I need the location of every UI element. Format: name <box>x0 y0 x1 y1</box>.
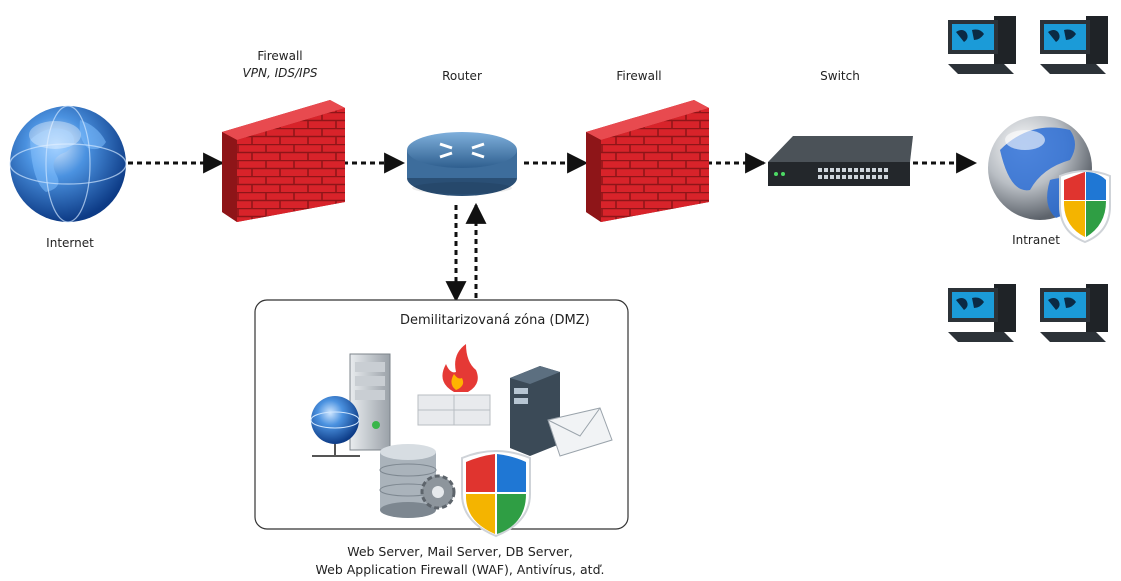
connectors <box>128 152 978 303</box>
internet-globe-icon <box>9 105 127 223</box>
router-icon <box>407 132 517 196</box>
firewall-outer-sublabel: VPN, IDS/IPS <box>242 66 318 80</box>
switch-label: Switch <box>820 69 860 83</box>
firewall-inner-icon <box>586 100 709 222</box>
waf-icon <box>417 344 491 426</box>
antivirus-shield-icon <box>461 450 531 538</box>
firewall-outer-label: Firewall <box>257 49 303 63</box>
internet-label: Internet <box>46 236 94 250</box>
switch-icon <box>768 136 913 186</box>
web-server-icon <box>310 353 391 457</box>
dmz-title: Demilitarizovaná zóna (DMZ) <box>400 313 590 328</box>
shield-icon <box>1059 170 1111 244</box>
dmz-caption: Web Server, Mail Server, DB Server, Web … <box>290 543 630 579</box>
workstation-icon <box>1040 284 1108 342</box>
intranet-label: Intranet <box>1012 233 1060 247</box>
router-label: Router <box>442 69 482 83</box>
workstation-icon <box>948 16 1016 74</box>
dmz-caption-line-1: Web Server, Mail Server, DB Server, <box>347 544 573 559</box>
firewall-outer-icon <box>222 100 345 222</box>
workstation-icon <box>948 284 1016 342</box>
firewall-inner-label: Firewall <box>616 69 662 83</box>
mail-server-icon <box>510 366 613 457</box>
db-server-icon <box>379 444 456 518</box>
workstation-icon <box>1040 16 1108 74</box>
dmz-caption-line-2: Web Application Firewall (WAF), Antivíru… <box>315 562 605 577</box>
